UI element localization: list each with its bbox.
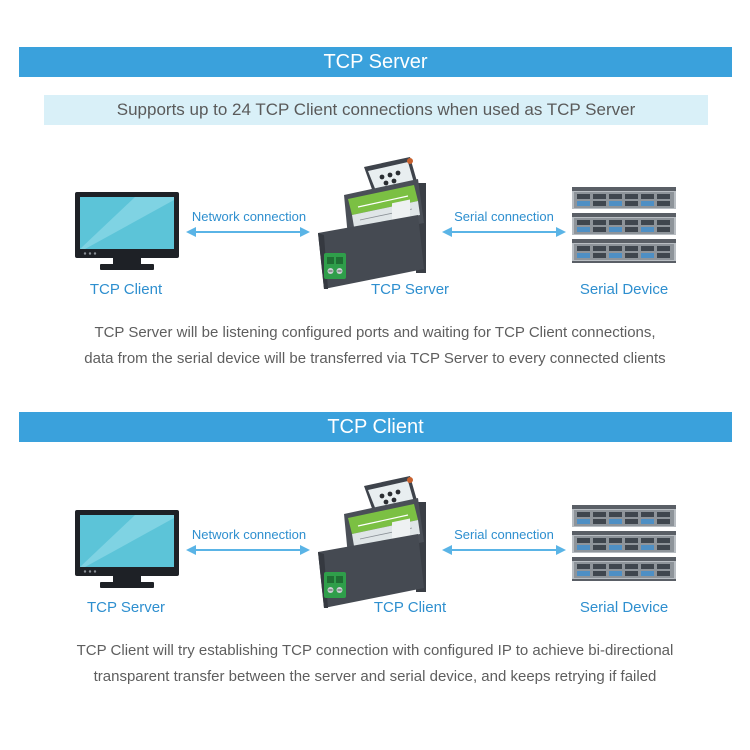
tcp-client-banner: TCP Client <box>19 412 732 442</box>
double-arrow-icon <box>442 226 566 238</box>
left-node-label: TCP Server <box>86 599 166 616</box>
server-description-line-1: TCP Server will be listening configured … <box>94 324 656 341</box>
monitor-icon <box>75 192 179 272</box>
server-rack-icon <box>572 187 676 263</box>
right-node-label: Serial Device <box>579 281 669 298</box>
serial-connection-label: Serial connection <box>454 527 554 542</box>
server-rack-icon <box>572 505 676 581</box>
tcp-server-banner: TCP Server <box>19 47 732 77</box>
center-node-label: TCP Client <box>373 599 447 616</box>
client-description: TCP Client will try establishing TCP con… <box>20 638 730 690</box>
client-description-line-1: TCP Client will try establishing TCP con… <box>76 642 674 659</box>
right-node-label: Serial Device <box>579 599 669 616</box>
server-capacity-note: Supports up to 24 TCP Client connections… <box>44 95 708 125</box>
serial-server-device-icon <box>318 157 430 291</box>
double-arrow-icon <box>186 544 310 556</box>
monitor-icon <box>75 510 179 590</box>
server-description: TCP Server will be listening configured … <box>20 320 730 372</box>
left-node-label: TCP Client <box>89 281 163 298</box>
double-arrow-icon <box>186 226 310 238</box>
center-node-label: TCP Server <box>370 281 450 298</box>
server-description-line-2: data from the serial device will be tran… <box>84 350 666 367</box>
double-arrow-icon <box>442 544 566 556</box>
network-connection-label: Network connection <box>191 209 307 224</box>
client-description-line-2: transparent transfer between the server … <box>93 668 657 685</box>
network-connection-label: Network connection <box>191 527 307 542</box>
serial-server-device-icon <box>318 476 430 610</box>
serial-connection-label: Serial connection <box>454 209 554 224</box>
